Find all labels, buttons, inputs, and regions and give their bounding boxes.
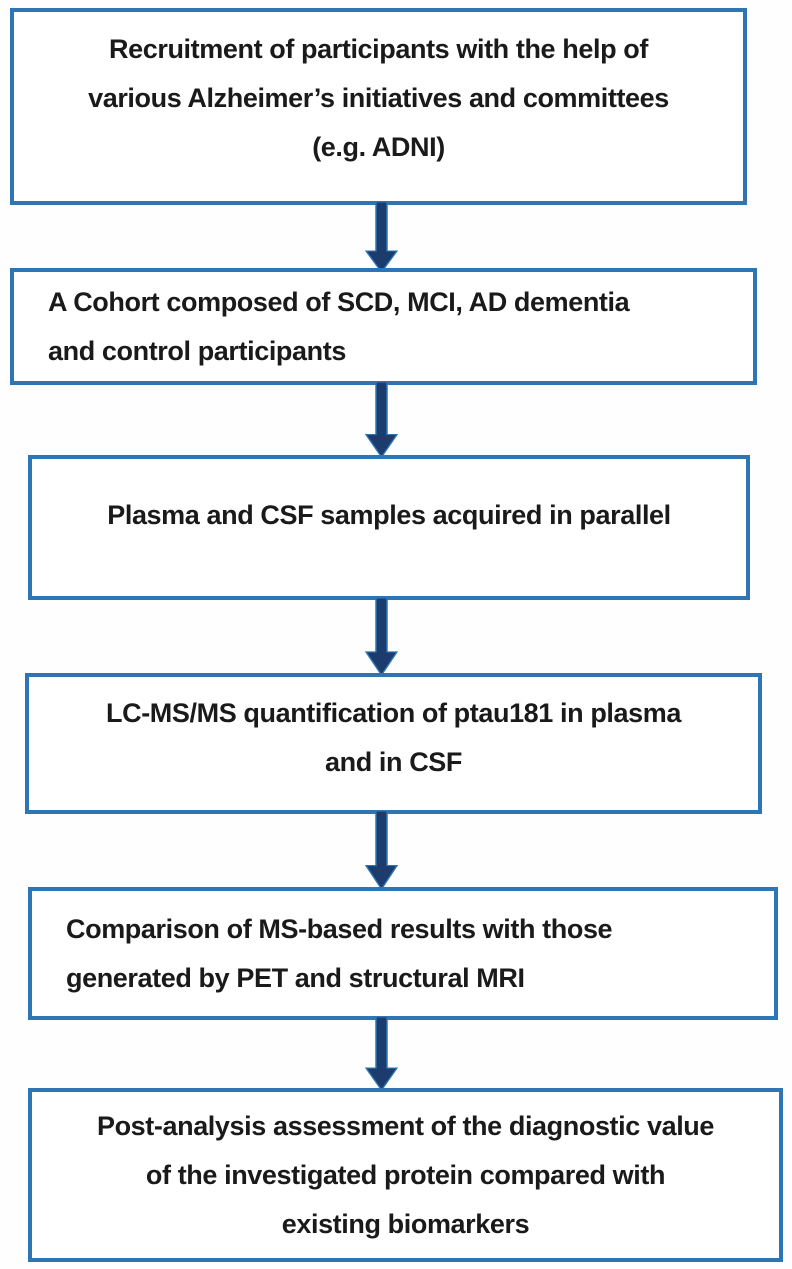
down-arrow-icon: [364, 382, 399, 457]
down-arrow-connector-4: [364, 811, 399, 889]
step-text-line: various Alzheimer’s initiatives and comm…: [88, 83, 669, 113]
step-text-line: Plasma and CSF samples acquired in paral…: [107, 500, 671, 530]
down-arrow-icon: [364, 598, 399, 675]
step-text-line: LC-MS/MS quantification of ptau181 in pl…: [106, 697, 681, 728]
flow-step-comparison: Comparison of MS-based results with thos…: [28, 887, 778, 1020]
flow-step-cohort: A Cohort composed of SCD, MCI, AD dement…: [10, 268, 757, 385]
step-text-line: and in CSF: [325, 746, 462, 777]
flow-step-post-analysis: Post-analysis assessment of the diagnost…: [28, 1088, 783, 1262]
step-text-line: (e.g. ADNI): [312, 132, 445, 162]
step-text-line: Recruitment of participants with the hel…: [109, 34, 648, 64]
down-arrow-connector-1: [364, 202, 399, 272]
step-text-line: existing biomarkers: [281, 1208, 530, 1239]
down-arrow-connector-3: [364, 598, 399, 675]
down-arrow-icon: [364, 1017, 399, 1090]
step-text-line: of the investigated protein compared wit…: [145, 1159, 666, 1190]
step-text-line: generated by PET and structural MRI: [66, 962, 525, 993]
step-text-line: Post-analysis assessment of the diagnost…: [96, 1110, 715, 1141]
down-arrow-icon: [364, 202, 399, 272]
step-text-line: A Cohort composed of SCD, MCI, AD dement…: [48, 286, 630, 317]
flow-step-samples: Plasma and CSF samples acquired in paral…: [28, 455, 750, 600]
down-arrow-connector-5: [364, 1017, 399, 1090]
step-text-line: and control participants: [48, 335, 346, 366]
flow-step-quantification: LC-MS/MS quantification of ptau181 in pl…: [25, 673, 762, 814]
down-arrow-connector-2: [364, 382, 399, 457]
step-text-line: Comparison of MS-based results with thos…: [66, 913, 613, 944]
flow-step-recruitment: Recruitment of participants with the hel…: [10, 8, 747, 205]
down-arrow-icon: [364, 811, 399, 889]
